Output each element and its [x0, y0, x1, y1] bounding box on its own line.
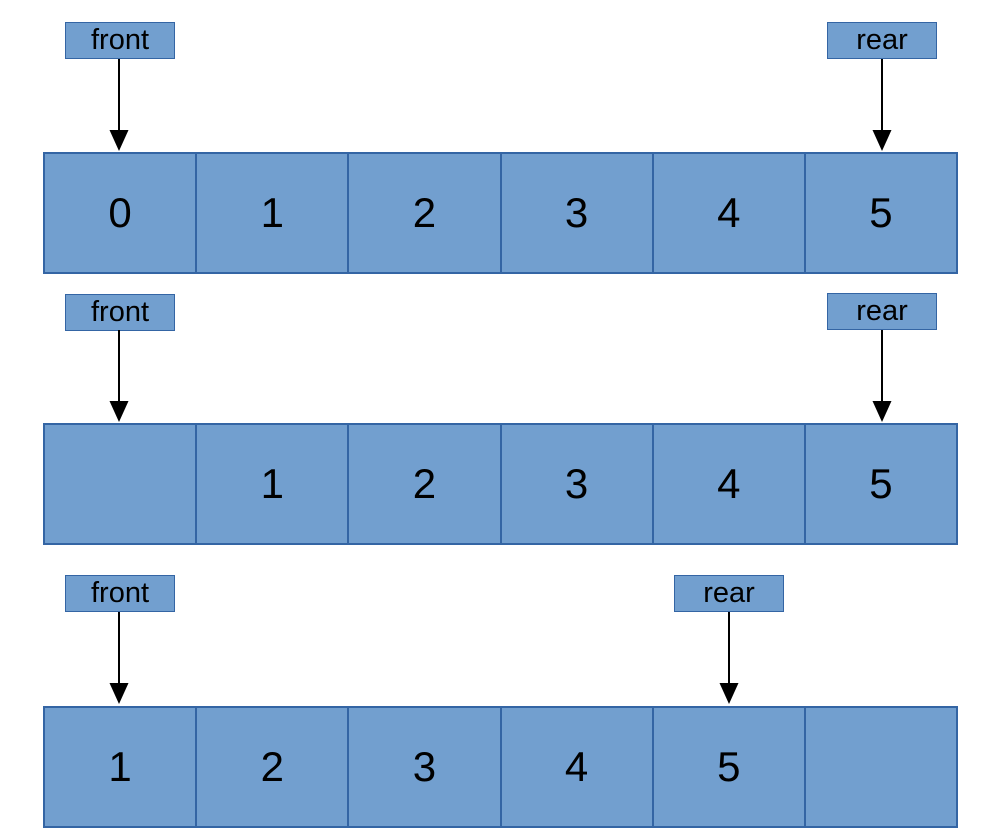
- queue-array: 0 1 2 3 4 5: [43, 152, 958, 274]
- queue-cell: 5: [651, 708, 804, 826]
- rear-arrow-icon: [872, 59, 892, 151]
- front-pointer-label: front: [65, 575, 175, 612]
- queue-cell: 5: [803, 154, 956, 272]
- front-pointer-label-text: front: [90, 296, 150, 328]
- rear-pointer-label: rear: [827, 22, 937, 59]
- queue-array: 1 2 3 4 5: [43, 706, 958, 828]
- front-arrow-icon: [109, 612, 129, 704]
- queue-cell: 3: [499, 425, 652, 543]
- queue-cell: 4: [651, 425, 804, 543]
- front-pointer-label: front: [65, 22, 175, 59]
- queue-array: 1 2 3 4 5: [43, 423, 958, 545]
- rear-pointer-label-text: rear: [856, 295, 908, 327]
- rear-arrow-icon: [872, 330, 892, 422]
- queue-cell: 1: [195, 425, 347, 543]
- queue-cell: [45, 425, 195, 543]
- queue-cell: 4: [499, 708, 652, 826]
- queue-cell: 2: [347, 154, 499, 272]
- queue-cell: 0: [108, 189, 132, 236]
- queue-cell: 4: [651, 154, 804, 272]
- queue-cell: 3: [499, 154, 652, 272]
- queue-cell: 1: [195, 154, 347, 272]
- queue-cell: [803, 708, 956, 826]
- front-pointer-label-text: front: [90, 577, 150, 609]
- rear-arrow-icon: [719, 612, 739, 704]
- front-arrow-icon: [109, 59, 129, 151]
- queue-cell: 3: [347, 708, 499, 826]
- front-pointer-label-text: front: [90, 24, 150, 56]
- queue-cell: 1: [108, 743, 132, 790]
- queue-cell: 5: [803, 425, 956, 543]
- rear-pointer-label-text: rear: [703, 577, 755, 609]
- front-pointer-label: front: [65, 294, 175, 331]
- rear-pointer-label: rear: [827, 293, 937, 330]
- rear-pointer-label-text: rear: [856, 24, 908, 56]
- queue-cell: 2: [347, 425, 499, 543]
- rear-pointer-label: rear: [674, 575, 784, 612]
- front-arrow-icon: [109, 330, 129, 422]
- queue-cell: 2: [195, 708, 347, 826]
